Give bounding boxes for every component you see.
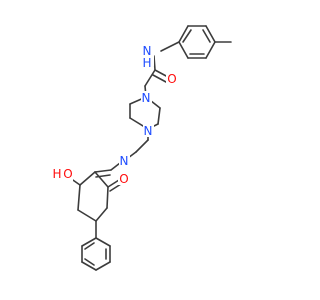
atom-bg (141, 91, 152, 104)
bond (106, 186, 109, 209)
bond (84, 258, 95, 266)
bond (95, 261, 111, 271)
atom-bg (166, 72, 177, 84)
bond (81, 237, 97, 247)
amide-o-label: O (167, 72, 176, 86)
bond (77, 184, 81, 211)
imine-n-label: N (120, 154, 129, 168)
bond (152, 74, 167, 83)
bond (153, 55, 156, 71)
bond (178, 41, 189, 59)
bonds (69, 25, 232, 271)
molecule-svg: N H O N N N H O O (51, 25, 232, 271)
hydroxyl-h-label: H (52, 167, 61, 181)
bond (84, 242, 95, 250)
atom-bg (143, 124, 154, 137)
bond (178, 25, 189, 43)
bond (205, 41, 216, 59)
piperazine-n-bottom-label: N (144, 124, 153, 138)
amide-n-label: N (143, 44, 152, 58)
bond (144, 69, 156, 87)
bond (154, 69, 169, 78)
bond (160, 41, 180, 52)
atom-bg (51, 168, 73, 181)
bond (157, 107, 161, 125)
bond (94, 169, 112, 173)
bond (110, 162, 121, 171)
atom-bg (142, 42, 154, 66)
bond (135, 139, 149, 153)
bond (94, 171, 109, 188)
bond (79, 171, 96, 186)
atom-labels: N H O N N N H O O (51, 42, 177, 186)
bond (107, 179, 120, 188)
bond (95, 237, 111, 247)
bond (77, 209, 97, 222)
piperazine-n-top-label: N (142, 91, 151, 105)
molecule-diagram: N H O N N N H O O (51, 25, 232, 271)
bond (182, 29, 192, 43)
bond (95, 207, 108, 222)
bond (81, 261, 97, 271)
atom-bg (118, 172, 129, 185)
bond (109, 183, 122, 192)
bond (205, 25, 216, 43)
atom-bg (119, 154, 130, 167)
bond (202, 29, 211, 43)
hydroxyl-o-label: O (63, 167, 72, 181)
ketone-o-label: O (119, 172, 128, 186)
amide-h-label: H (142, 56, 151, 70)
